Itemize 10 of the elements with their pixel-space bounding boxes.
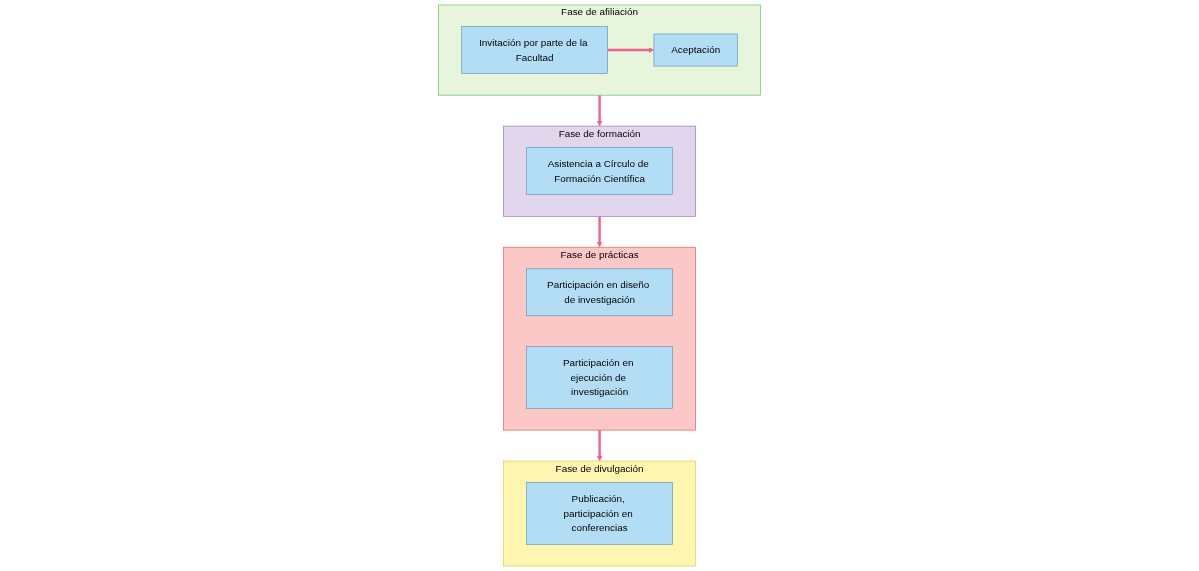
node-box: Publicación, participación en conferencias — [526, 482, 673, 545]
node-box: Asistencia a Círculo de Formación Científica — [526, 147, 673, 195]
arrow — [607, 47, 655, 53]
node-box: Participación en ejecución de investigación — [526, 346, 673, 409]
node-box: Invitación por parte de la Facultad — [461, 26, 608, 74]
node-box: Participación en diseño de investigación — [526, 268, 673, 317]
arrow — [596, 95, 603, 127]
arrow — [596, 430, 603, 462]
arrow — [596, 216, 603, 248]
node-box: Aceptación — [653, 33, 738, 67]
